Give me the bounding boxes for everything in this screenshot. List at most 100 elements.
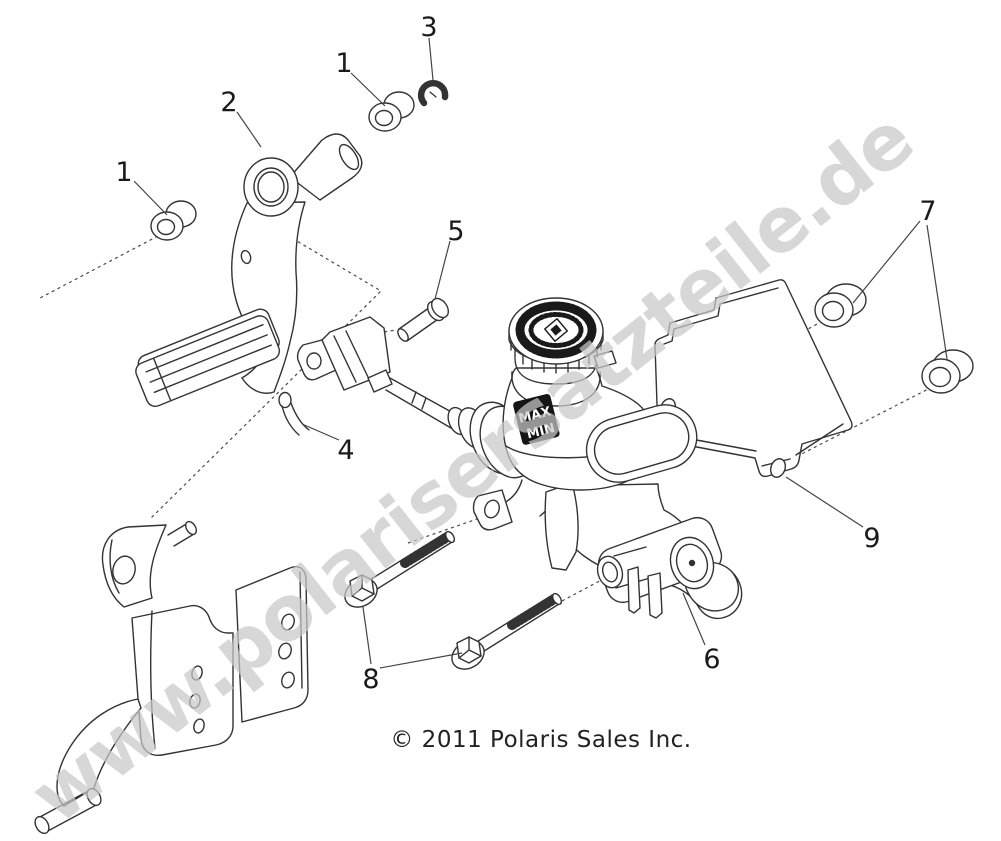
leader-4 bbox=[301, 423, 340, 441]
pedal-stub-end bbox=[338, 143, 360, 171]
brake-pedal bbox=[135, 133, 363, 408]
bracket-slot-2 bbox=[278, 642, 292, 660]
plate-hole-tab bbox=[769, 458, 787, 478]
clevis-tab-hole bbox=[306, 352, 322, 370]
leader-6 bbox=[682, 592, 706, 646]
small-port-bore bbox=[601, 561, 619, 583]
callout-1-left: 1 bbox=[115, 157, 132, 188]
callout-8: 8 bbox=[362, 664, 379, 695]
cotter-pin-loop bbox=[278, 391, 292, 409]
cotter-pin-prong-1 bbox=[281, 405, 300, 436]
bracket-hole-3 bbox=[193, 718, 205, 734]
clevis-pin bbox=[397, 297, 450, 342]
bushing-top-bore bbox=[374, 109, 394, 127]
dashed-line-bolt2-axis bbox=[561, 576, 608, 602]
bracket-top-arm-edge bbox=[109, 539, 120, 594]
bracket-main-body bbox=[131, 604, 234, 757]
bracket-rear-plate-edge bbox=[299, 571, 303, 689]
callout-1-top: 1 bbox=[335, 48, 352, 79]
pedal-arm bbox=[231, 201, 306, 394]
callout-leader-lines bbox=[133, 37, 948, 669]
clevis-pin-head bbox=[430, 297, 450, 319]
flange-nut-left bbox=[814, 283, 867, 328]
bracket-fold-line bbox=[150, 610, 156, 749]
pivot-bushing-left bbox=[150, 200, 197, 241]
leader-1-left bbox=[133, 180, 168, 216]
bracket-pin-top bbox=[167, 522, 195, 547]
callout-7: 7 bbox=[919, 196, 936, 227]
callout-6: 6 bbox=[703, 644, 720, 675]
cylinder-ear-left-hole bbox=[484, 499, 500, 519]
callout-5: 5 bbox=[447, 216, 464, 247]
nut-left-bore bbox=[821, 300, 845, 322]
nut-right-bore bbox=[928, 366, 952, 388]
flange-bolt-1 bbox=[344, 530, 456, 608]
frame-bracket bbox=[34, 520, 309, 835]
bracket-hole-2 bbox=[189, 693, 201, 709]
dashed-line-nut2-to-plate bbox=[785, 383, 939, 463]
flange-bolt-2 bbox=[451, 592, 563, 670]
bracket-lower-leg bbox=[56, 698, 142, 807]
dashed-line-pedal-bushing-axis bbox=[39, 235, 159, 299]
bracket-pin-bottom-base bbox=[86, 787, 102, 807]
bracket-pin-top-end bbox=[184, 520, 198, 536]
cylinder-top-cover bbox=[585, 404, 698, 483]
cylinder-flag-tab bbox=[544, 482, 579, 571]
bolt2-tip bbox=[551, 592, 563, 606]
cylinder-tab-1 bbox=[627, 566, 641, 614]
pedal-pad bbox=[135, 308, 281, 408]
bolt1-hex-facets bbox=[351, 574, 375, 597]
bracket-pin-bottom-end bbox=[34, 815, 50, 835]
copyright-text: © 2011 Polaris Sales Inc. bbox=[390, 727, 692, 753]
top-cover-inner bbox=[593, 412, 690, 475]
pedal-arm-hole bbox=[240, 249, 252, 265]
flange-nut-right bbox=[921, 349, 974, 394]
pedal-hub-bore bbox=[257, 171, 285, 203]
leader-9 bbox=[785, 476, 864, 528]
cotter-pin bbox=[278, 391, 310, 436]
leader-1-top bbox=[350, 72, 386, 107]
clevis-yoke bbox=[296, 316, 456, 429]
bolt2-hex-facets bbox=[458, 636, 482, 659]
max-min-plate bbox=[513, 393, 560, 445]
master-cylinder: MAX MIN bbox=[472, 297, 743, 620]
bracket-slot-3 bbox=[281, 671, 295, 689]
cap-warning-text-ring-inner bbox=[528, 312, 584, 348]
max-min-label: MAX MIN bbox=[513, 393, 560, 445]
leader-5 bbox=[434, 240, 451, 300]
reservoir-min-text: MIN bbox=[525, 421, 556, 442]
pedal-pad-serrations bbox=[145, 324, 272, 401]
bolt1-tip bbox=[444, 530, 456, 544]
pedal-pad-face bbox=[135, 315, 281, 408]
cap-knurl-ticks bbox=[510, 340, 602, 374]
pushrod bbox=[385, 377, 456, 429]
bracket-pin-bottom bbox=[37, 789, 99, 833]
e-clip bbox=[417, 80, 449, 107]
cylinder-tab-2 bbox=[647, 572, 663, 619]
leader-3 bbox=[428, 37, 434, 81]
reservoir-neck-band bbox=[511, 371, 601, 407]
e-clip-ring bbox=[417, 80, 449, 107]
bushing-left-bore bbox=[156, 218, 176, 236]
reservoir-neck-tab bbox=[593, 350, 617, 369]
jam-nut bbox=[367, 369, 393, 393]
callout-3: 3 bbox=[420, 12, 437, 43]
cap-warning-text-ring bbox=[515, 301, 597, 359]
bolt2-threads bbox=[507, 593, 561, 630]
bracket-hole-1 bbox=[191, 665, 203, 681]
outlet-port-center bbox=[688, 559, 696, 567]
bracket-top-arm-hole bbox=[112, 555, 136, 585]
cotter-pin-prong-2 bbox=[290, 402, 310, 431]
clevis-fork-prongs bbox=[333, 330, 369, 383]
leader-2 bbox=[236, 111, 262, 148]
cap-center-logo-inner bbox=[550, 324, 562, 336]
callout-2: 2 bbox=[220, 87, 237, 118]
callout-4: 4 bbox=[337, 435, 354, 466]
pivot-bushing-top bbox=[368, 91, 415, 132]
leader-7 bbox=[852, 220, 948, 360]
callout-numbers: 1 1 2 3 4 5 6 7 8 9 bbox=[115, 12, 936, 695]
e-clip-notch bbox=[429, 91, 437, 98]
reservoir-neck-ring bbox=[514, 357, 598, 385]
